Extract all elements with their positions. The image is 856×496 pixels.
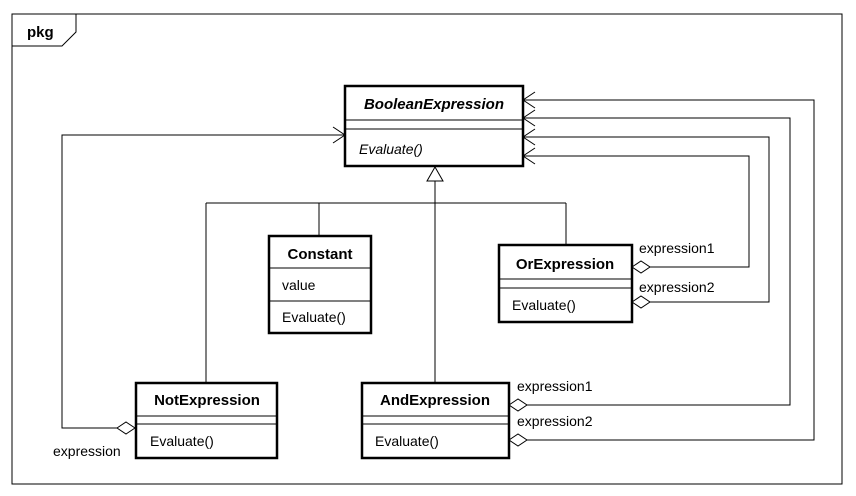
class-constant-attribute: value	[282, 277, 316, 293]
class-or-expression-operation: Evaluate()	[512, 297, 576, 313]
assoc-and-expression2-line	[523, 99, 815, 441]
assoc-not-expression-line	[61, 134, 345, 429]
class-constant-box	[267, 234, 373, 335]
class-and-expression-operation: Evaluate()	[375, 433, 439, 449]
package-tab	[12, 14, 77, 47]
assoc-or-expression1-diamond	[631, 260, 651, 274]
role-and-expression1: expression1	[517, 378, 593, 394]
class-boolean-expression-name: BooleanExpression	[364, 96, 504, 113]
class-boolean-expression[interactable]: BooleanExpression Evaluate()	[343, 84, 525, 168]
class-or-expression[interactable]: OrExpression Evaluate()	[497, 243, 634, 324]
class-constant-operation: Evaluate()	[282, 309, 346, 325]
role-or-expression2: expression2	[639, 279, 715, 295]
role-not-expression: expression	[53, 443, 121, 459]
class-or-expression-name: OrExpression	[516, 256, 614, 273]
association-lines	[61, 91, 815, 447]
class-boolean-expression-box	[343, 84, 525, 168]
class-or-expression-box	[497, 243, 634, 324]
class-constant-name: Constant	[288, 246, 353, 263]
class-boolean-expression-operation: Evaluate()	[359, 141, 423, 157]
assoc-and-expression1-diamond	[508, 398, 528, 412]
role-and-expression2: expression2	[517, 413, 593, 429]
assoc-or-expression2-diamond	[631, 295, 651, 309]
class-not-expression-box	[134, 381, 279, 460]
class-and-expression[interactable]: AndExpression Evaluate()	[360, 381, 511, 460]
class-and-expression-box	[360, 381, 511, 460]
class-constant[interactable]: Constant value Evaluate()	[267, 234, 373, 335]
generalization-lines	[205, 165, 567, 383]
class-not-expression-operation: Evaluate()	[150, 433, 214, 449]
assoc-and-expression1-line	[523, 117, 791, 406]
assoc-or-expression1-line	[523, 155, 750, 268]
generalization-arrowhead	[426, 165, 444, 182]
assoc-and-expression2-diamond	[508, 433, 528, 447]
assoc-or-expression2-line	[523, 136, 770, 303]
class-not-expression[interactable]: NotExpression Evaluate()	[134, 381, 279, 460]
package-label: pkg	[27, 24, 54, 41]
class-and-expression-name: AndExpression	[380, 392, 490, 409]
role-or-expression1: expression1	[639, 240, 715, 256]
class-not-expression-name: NotExpression	[154, 392, 260, 409]
